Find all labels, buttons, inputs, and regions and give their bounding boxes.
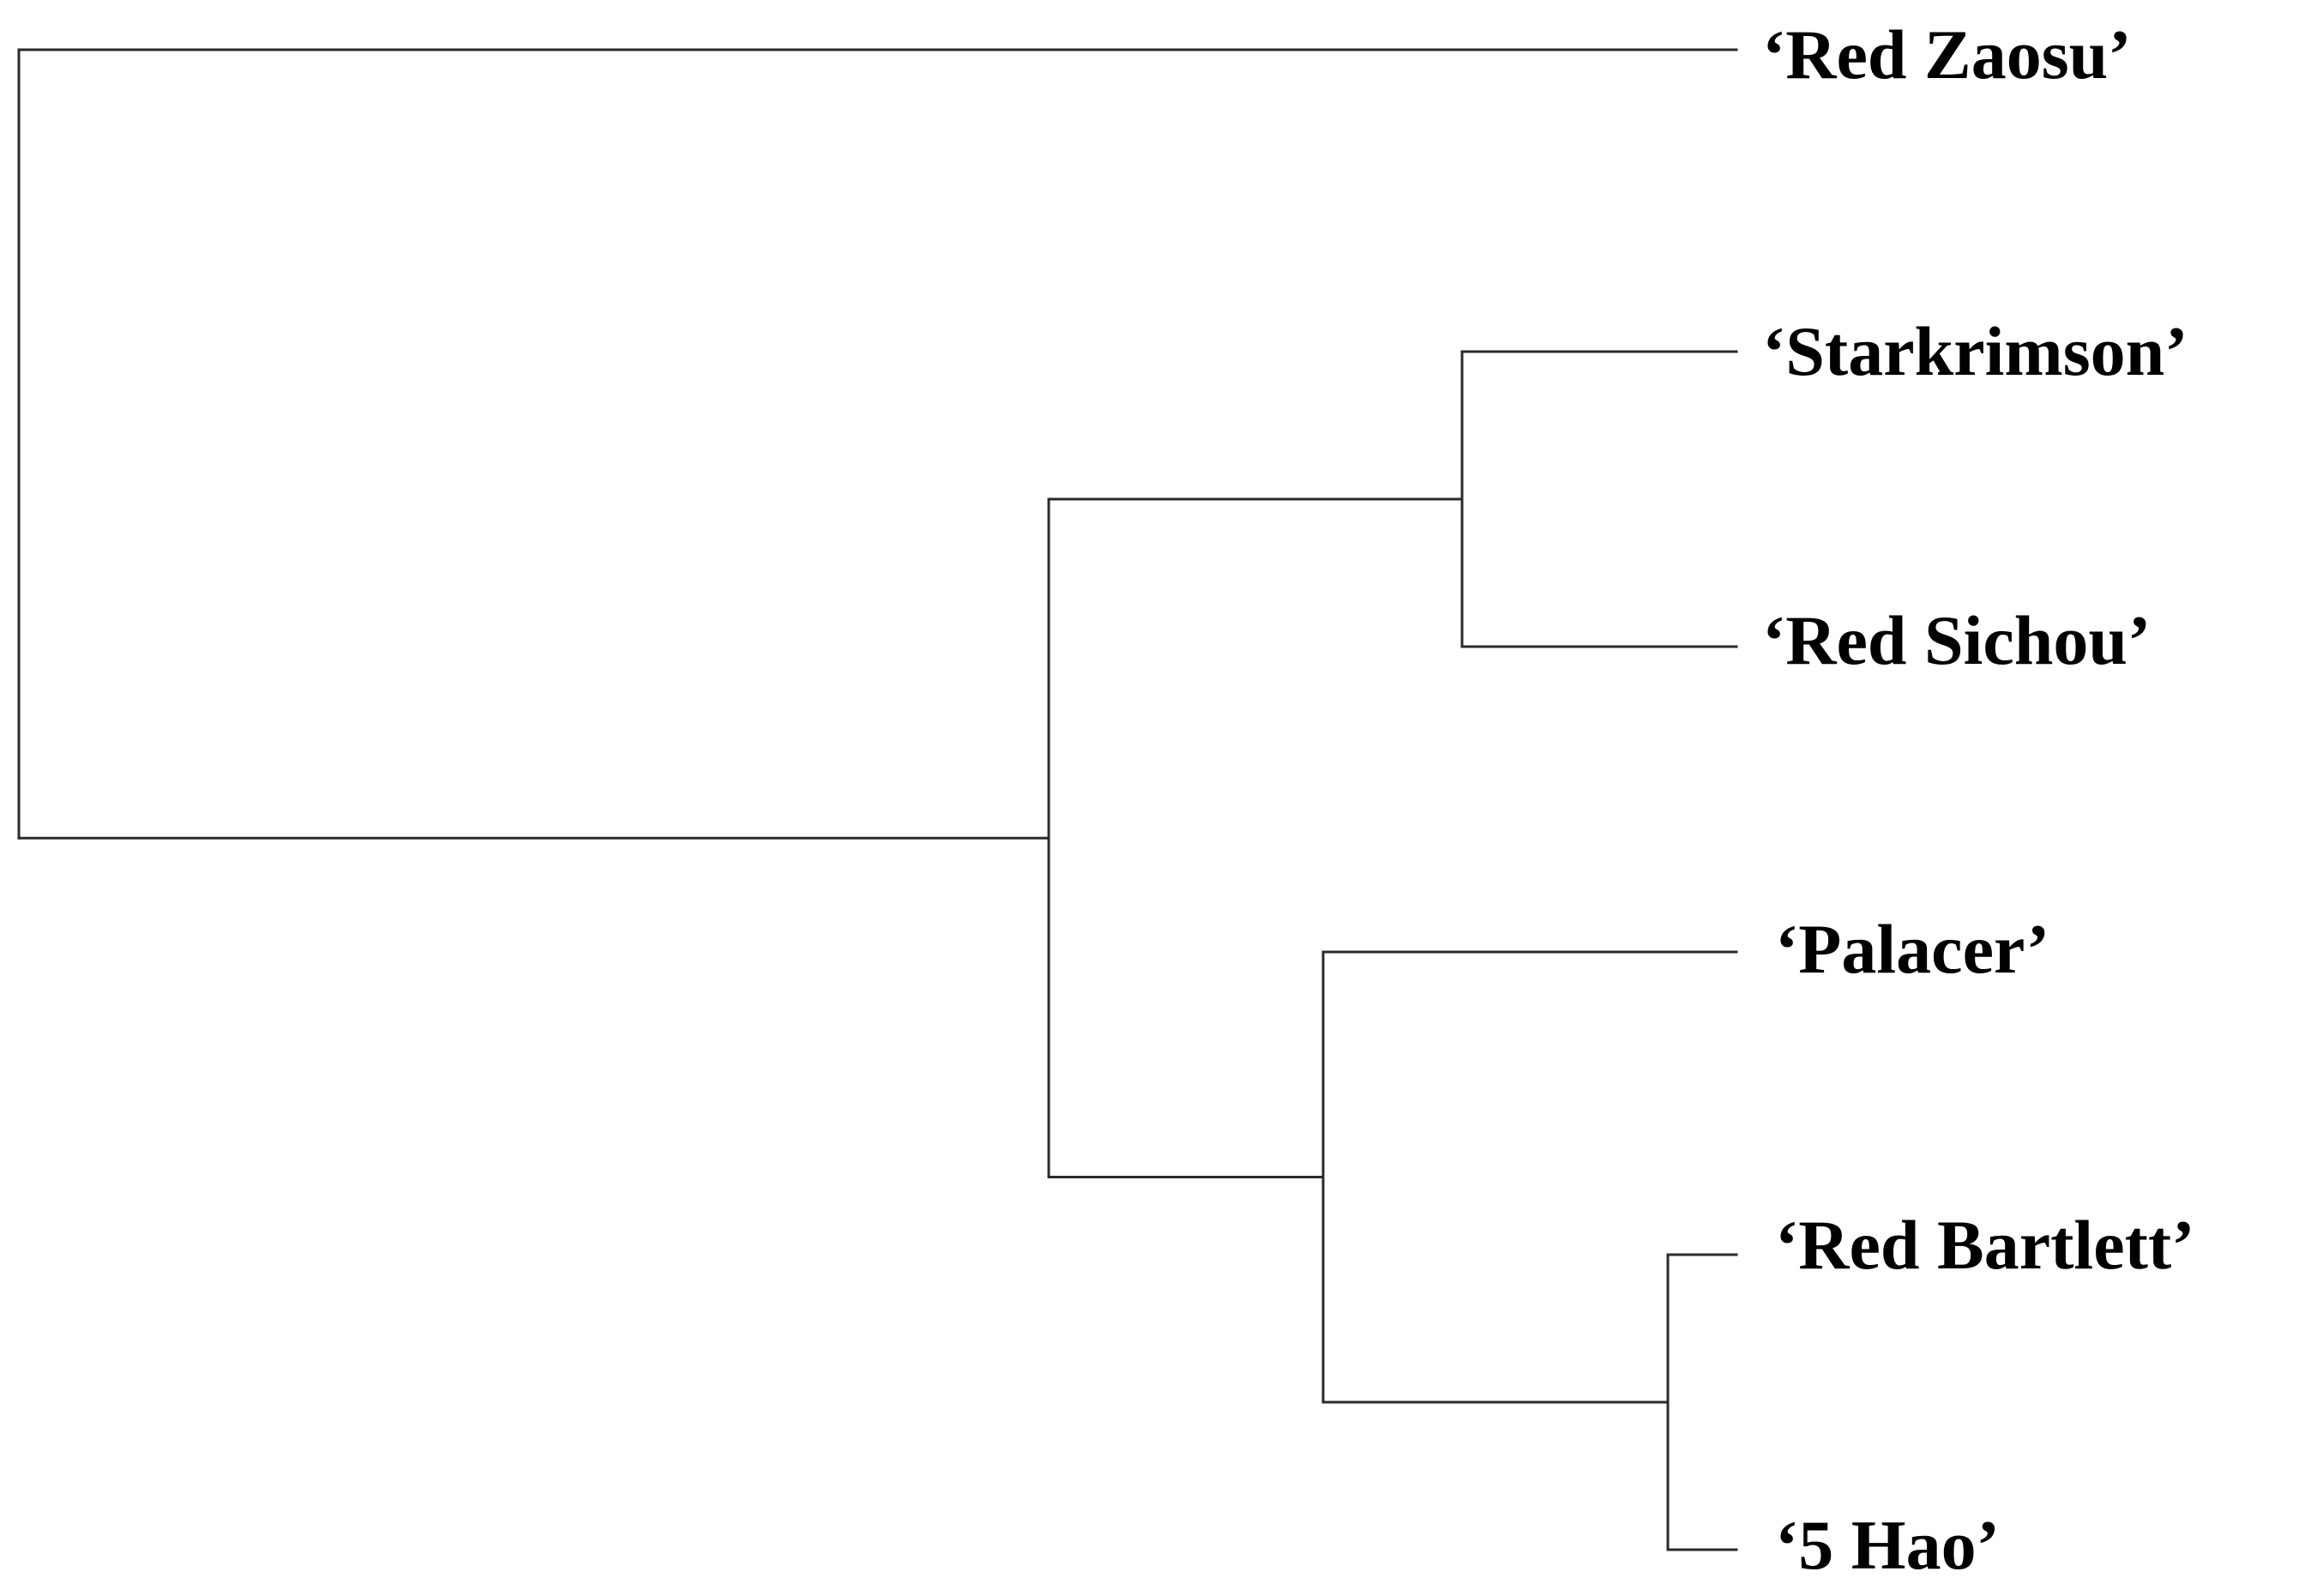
leaf-label-red-sichou: ‘Red Sichou’ [1762, 601, 2151, 679]
leaf-label-starkrimson: ‘Starkrimson’ [1762, 312, 2188, 390]
dendrogram-branches [17, 48, 1738, 1551]
leaf-label-palacer: ‘Palacer’ [1775, 910, 2049, 988]
dendrogram-leaf-labels: ‘Red Zaosu’ ‘Starkrimson’ ‘Red Sichou’ ‘… [1762, 15, 2195, 1584]
leaf-label-red-bartlett: ‘Red Bartlett’ [1775, 1206, 2195, 1284]
leaf-label-5-hao: ‘5 Hao’ [1775, 1506, 2000, 1584]
leaf-label-red-zaosu: ‘Red Zaosu’ [1762, 15, 2132, 93]
